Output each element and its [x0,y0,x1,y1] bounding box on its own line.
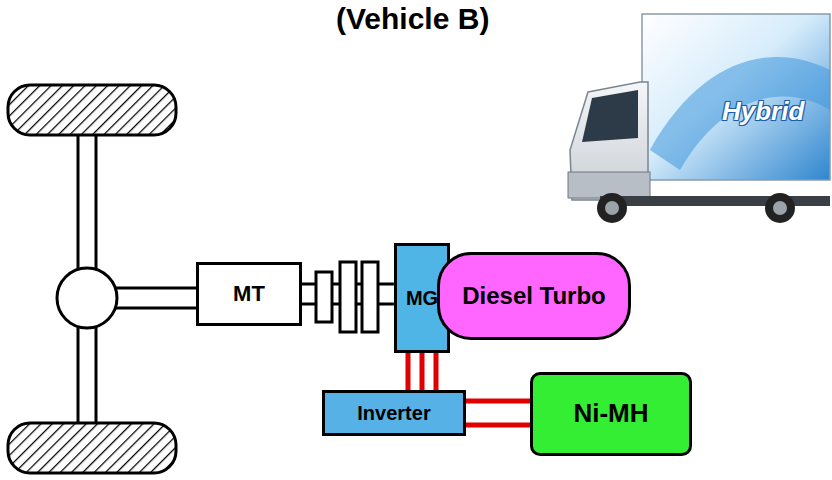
engine-box: Diesel Turbo [437,252,632,340]
wire [434,353,439,390]
truck-lettering: Hybrid [722,96,804,127]
wire [466,423,530,428]
propeller-shaft [110,288,198,308]
dc-cable [466,401,530,425]
wire [466,399,530,404]
node-label: Inverter [357,403,430,424]
battery-box: Ni-MH [530,372,692,456]
transmission-box: MT [196,262,302,326]
differential [57,268,117,328]
three-phase-cable [408,353,436,390]
inverter-box: Inverter [322,390,466,436]
clutch-plate [340,262,356,332]
wire [420,353,425,390]
clutch-plate [316,272,332,322]
wheel [8,85,176,135]
node-label: Diesel Turbo [462,283,606,308]
wire [406,353,411,390]
node-label: MG [406,288,438,309]
node-label: MT [233,282,265,305]
title: (Vehicle B) [336,2,489,36]
node-label: Ni-MH [573,400,648,427]
truck-illustration [568,14,830,223]
wheel [8,423,176,473]
clutch-plate [362,262,378,332]
